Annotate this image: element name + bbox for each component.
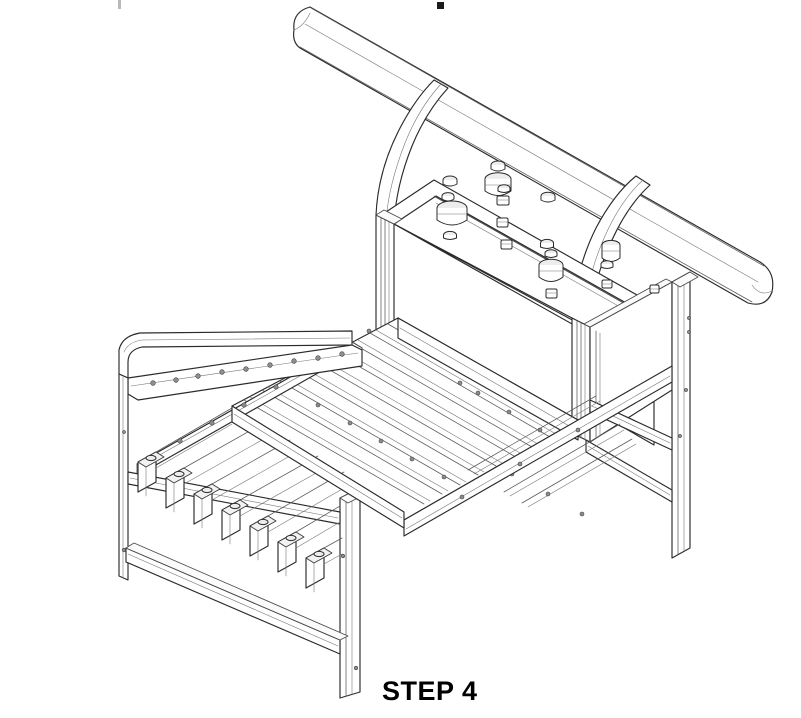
slat-bracket [249, 515, 277, 561]
slat-bracket [305, 547, 333, 593]
washer-6 [545, 288, 558, 299]
washer-5 [500, 239, 513, 250]
footboard-left-leg [118, 373, 129, 581]
slat-bracket [137, 451, 165, 497]
washer-2 [497, 184, 511, 193]
top-center-registration-dot [437, 2, 444, 9]
washer-8 [649, 284, 660, 294]
footboard-front-leg [339, 487, 369, 699]
top-left-registration-mark [118, 0, 121, 9]
slat-deck-right-section [397, 317, 579, 441]
bolt-head-6 [544, 249, 558, 258]
washer-4 [496, 195, 510, 206]
deck-front-edge [231, 405, 405, 529]
bolt-head-1 [442, 175, 458, 187]
right-leg-post [671, 271, 699, 559]
slat-bracket [221, 499, 249, 545]
headboard-arch-left [375, 79, 449, 225]
bolt-head-4 [540, 191, 556, 203]
side-rail-right [403, 365, 673, 537]
slat-bracket [193, 483, 221, 529]
slat-bracket [165, 467, 193, 513]
headboard-upper-panel [394, 190, 588, 320]
washer-1 [443, 230, 457, 240]
bolt-head-7 [600, 260, 614, 269]
top-rail-tube [293, 6, 774, 305]
slat-brackets [137, 451, 333, 593]
slat-bracket [277, 531, 305, 577]
bolt-head-2 [441, 192, 455, 202]
washer-7 [601, 279, 613, 289]
bolt-head-3 [490, 160, 506, 172]
bolt-head-5 [540, 238, 554, 249]
footboard-top-rail [118, 330, 353, 379]
barrel-nut-3 [538, 258, 564, 282]
barrel-nut-1 [436, 200, 468, 226]
washer-3 [496, 217, 509, 228]
step-caption: STEP 4 [382, 676, 478, 706]
footboard-lower-rail-bottom [125, 542, 349, 655]
barrel-nut-4 [601, 239, 621, 262]
